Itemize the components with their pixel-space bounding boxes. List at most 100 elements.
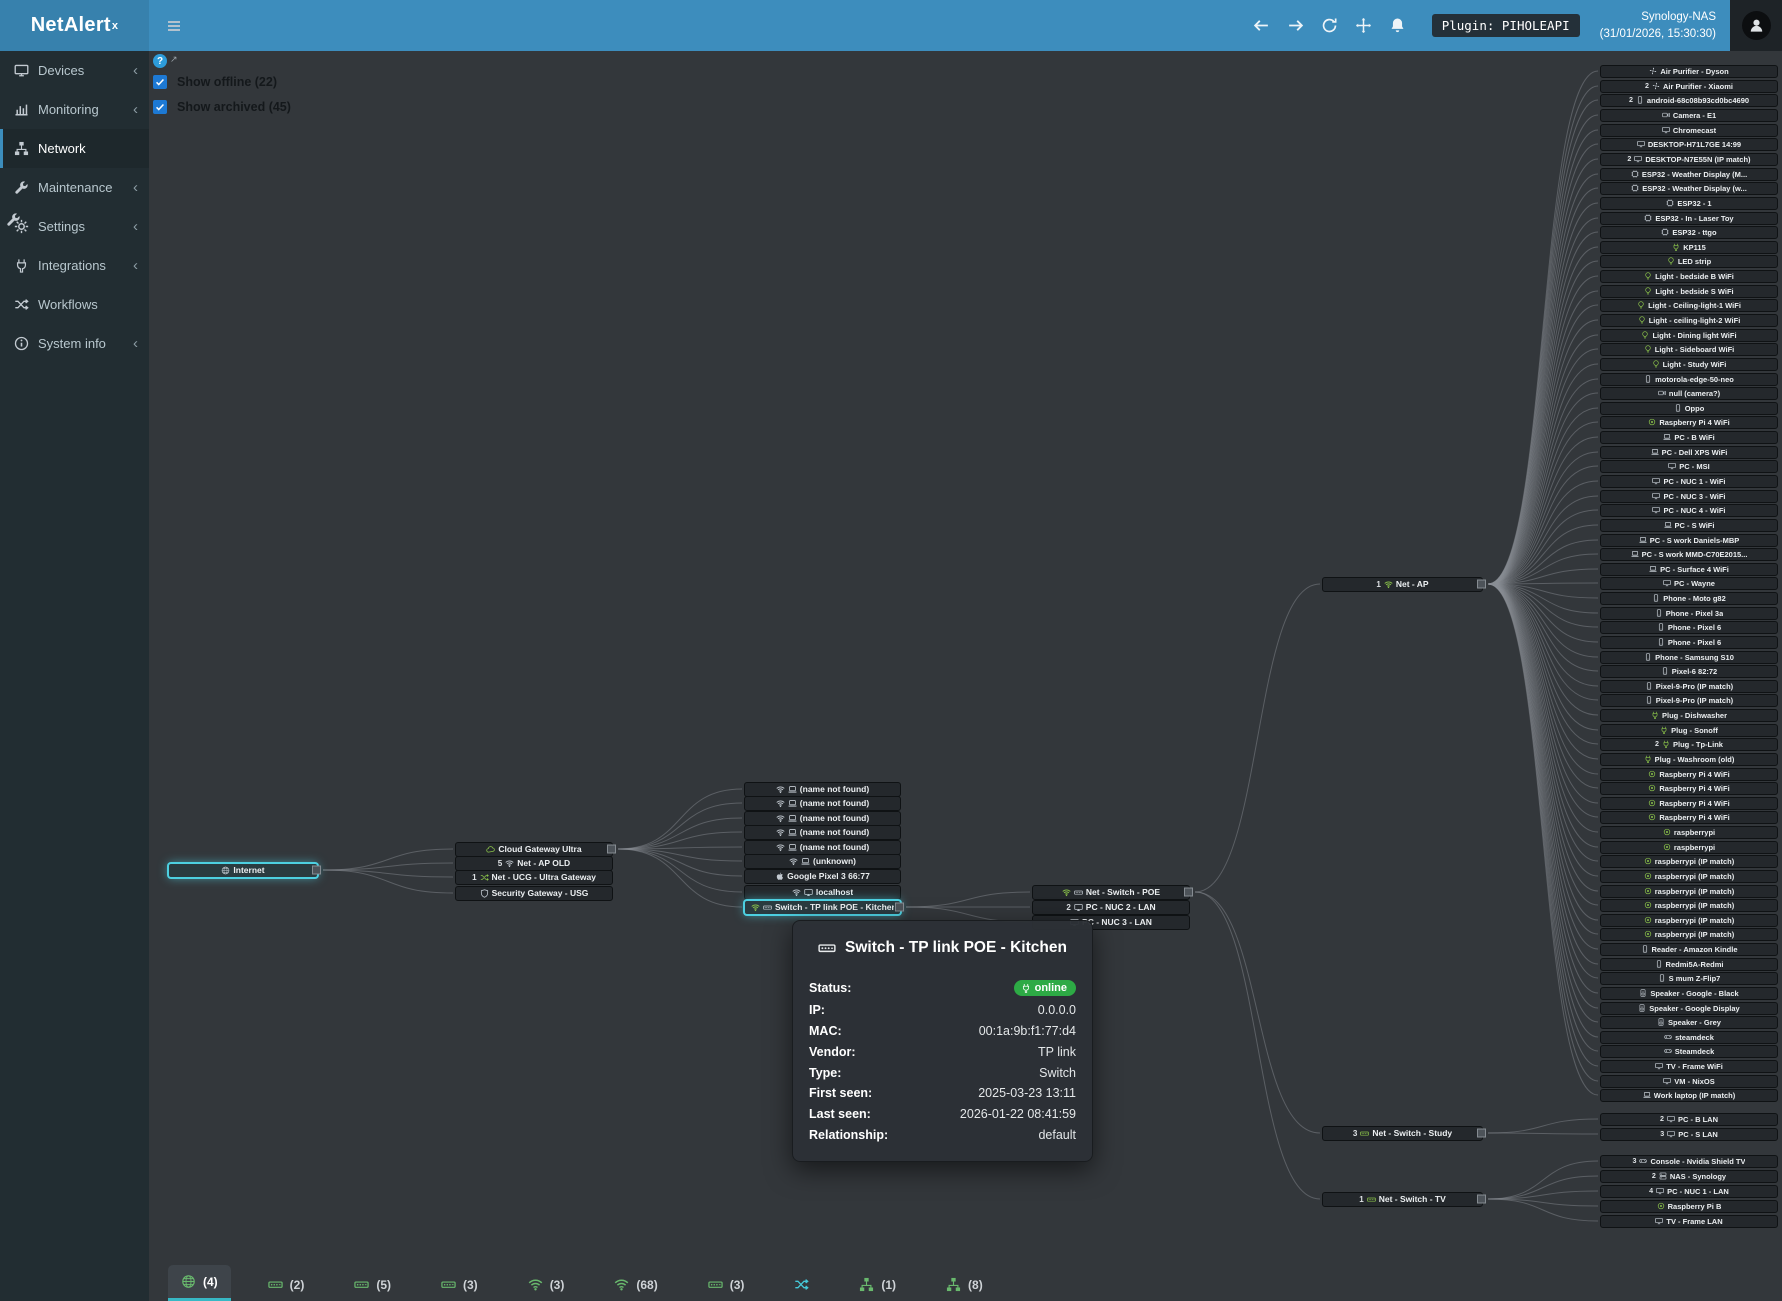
graph-node-r12[interactable]: ESP32 - ttgo (1600, 225, 1778, 239)
graph-node-r58[interactable]: raspberrypi (IP match) (1600, 898, 1778, 912)
collapse-button[interactable] (1477, 579, 1486, 589)
graph-node-r16[interactable]: Light - bedside S WiFi (1600, 284, 1778, 298)
graph-node-r44[interactable]: Pixel-9-Pro (IP match) (1600, 693, 1778, 707)
graph-node-r62[interactable]: Redmi5A-Redmi (1600, 957, 1778, 971)
hamburger-button[interactable] (149, 0, 199, 51)
sidebar-item-maintenance[interactable]: Maintenance‹ (0, 168, 149, 207)
graph-node-usg[interactable]: Security Gateway - USG (455, 885, 613, 901)
graph-node-r52[interactable]: Raspberry Pi 4 WiFi (1600, 810, 1778, 824)
graph-node-r13[interactable]: KP115 (1600, 240, 1778, 254)
graph-node-r26[interactable]: PC - B WiFi (1600, 430, 1778, 444)
graph-node-nf5[interactable]: (name not found) (744, 839, 901, 855)
graph-node-r9[interactable]: ESP32 - Weather Display (w... (1600, 181, 1778, 195)
graph-node-r53[interactable]: raspberrypi (1600, 825, 1778, 839)
graph-node-r24[interactable]: Oppo (1600, 401, 1778, 415)
graph-node-r20[interactable]: Light - Sideboard WiFi (1600, 342, 1778, 356)
bottom-tab-9[interactable]: (1) (846, 1268, 909, 1301)
sidebar-item-workflows[interactable]: Workflows (0, 285, 149, 324)
collapse-button[interactable] (1477, 1128, 1486, 1138)
graph-node-r70[interactable]: VM - NixOS (1600, 1074, 1778, 1088)
graph-node-r48[interactable]: Plug - Washroom (old) (1600, 752, 1778, 766)
collapse-button[interactable] (312, 865, 321, 875)
graph-node-unknown[interactable]: (unknown) (744, 853, 901, 869)
graph-node-r27[interactable]: PC - Dell XPS WiFi (1600, 445, 1778, 459)
graph-node-r42[interactable]: Pixel-6 82:72 (1600, 664, 1778, 678)
graph-node-nf2[interactable]: (name not found) (744, 795, 901, 811)
show-archived-checkbox[interactable] (153, 100, 167, 114)
graph-node-r28[interactable]: PC - MSI (1600, 459, 1778, 473)
collapse-button[interactable] (607, 844, 616, 854)
graph-node-nf4[interactable]: (name not found) (744, 824, 901, 840)
bottom-tab-5[interactable]: (3) (515, 1268, 578, 1301)
graph-node-poe[interactable]: Net - Switch - POE (1032, 884, 1193, 900)
filter-show-offline[interactable]: Show offline (22) (153, 75, 291, 89)
graph-node-nf1[interactable]: (name not found) (744, 781, 901, 797)
graph-node-r1[interactable]: Air Purifier - Dyson (1600, 64, 1778, 78)
graph-node-r21[interactable]: Light - Study WiFi (1600, 357, 1778, 371)
sidebar-item-devices[interactable]: Devices‹ (0, 51, 149, 90)
graph-node-r41[interactable]: Phone - Samsung S10 (1600, 650, 1778, 664)
collapse-button[interactable] (1477, 1194, 1486, 1204)
move-icon[interactable] (1355, 17, 1372, 34)
graph-node-r68[interactable]: Steamdeck (1600, 1044, 1778, 1058)
graph-node-r8[interactable]: ESP32 - Weather Display (M... (1600, 167, 1778, 181)
graph-node-r33[interactable]: PC - S work Daniels-MBP (1600, 533, 1778, 547)
graph-node-r4[interactable]: Camera - E1 (1600, 108, 1778, 122)
graph-node-r56[interactable]: raspberrypi (IP match) (1600, 869, 1778, 883)
graph-node-r66[interactable]: Speaker - Grey (1600, 1015, 1778, 1029)
graph-node-r59[interactable]: raspberrypi (IP match) (1600, 913, 1778, 927)
external-link-icon[interactable]: ↗ (170, 54, 178, 64)
refresh-icon[interactable] (1321, 17, 1338, 34)
graph-node-r63[interactable]: S mum Z-Flip7 (1600, 971, 1778, 985)
sidebar-item-integrations[interactable]: Integrations‹ (0, 246, 149, 285)
sidebar-item-monitoring[interactable]: Monitoring‹ (0, 90, 149, 129)
bottom-tab-2[interactable]: (2) (255, 1268, 318, 1301)
show-offline-checkbox[interactable] (153, 75, 167, 89)
avatar[interactable] (1741, 11, 1771, 40)
bell-icon[interactable] (1389, 17, 1406, 34)
help-icon[interactable]: ? (153, 54, 167, 68)
graph-node-r17[interactable]: Light - Ceiling-light-1 WiFi (1600, 298, 1778, 312)
bottom-tab-8[interactable] (781, 1268, 822, 1301)
graph-node-r15[interactable]: Light - bedside B WiFi (1600, 269, 1778, 283)
graph-node-cloudgw[interactable]: Cloud Gateway Ultra (455, 841, 616, 857)
bottom-tab-7[interactable]: (3) (695, 1268, 758, 1301)
graph-node-r36[interactable]: PC - Wayne (1600, 576, 1778, 590)
graph-node-r69[interactable]: TV - Frame WiFi (1600, 1059, 1778, 1073)
graph-node-r55[interactable]: raspberrypi (IP match) (1600, 854, 1778, 868)
graph-node-r49[interactable]: Raspberry Pi 4 WiFi (1600, 767, 1778, 781)
graph-node-r46[interactable]: Plug - Sonoff (1600, 723, 1778, 737)
sidebar-item-network[interactable]: Network (0, 129, 149, 168)
graph-node-r51[interactable]: Raspberry Pi 4 WiFi (1600, 796, 1778, 810)
graph-node-r67[interactable]: steamdeck (1600, 1030, 1778, 1044)
arrow-left-icon[interactable] (1253, 17, 1270, 34)
graph-node-kitchen[interactable]: Switch - TP link POE - Kitchen (744, 899, 904, 915)
graph-node-internet[interactable]: Internet (168, 862, 321, 878)
bottom-tab-10[interactable]: (8) (933, 1268, 996, 1301)
graph-node-r30[interactable]: PC - NUC 3 - WiFi (1600, 489, 1778, 503)
graph-node-b6[interactable]: Raspberry Pi B (1600, 1199, 1778, 1213)
graph-node-r11[interactable]: ESP32 - In - Laser Toy (1600, 211, 1778, 225)
graph-node-r60[interactable]: raspberrypi (IP match) (1600, 927, 1778, 941)
graph-node-r34[interactable]: PC - S work MMD-C70E2015... (1600, 547, 1778, 561)
graph-node-r45[interactable]: Plug - Dishwasher (1600, 708, 1778, 722)
graph-node-r39[interactable]: Phone - Pixel 6 (1600, 620, 1778, 634)
graph-node-r61[interactable]: Reader - Amazon Kindle (1600, 942, 1778, 956)
graph-node-r6[interactable]: DESKTOP-H71L7GE 14:99 (1600, 137, 1778, 151)
graph-node-r32[interactable]: PC - S WiFi (1600, 518, 1778, 532)
bottom-tab-3[interactable]: (5) (341, 1268, 404, 1301)
sidebar-item-settings[interactable]: Settings‹ (0, 207, 149, 246)
graph-node-r22[interactable]: motorola-edge-50-neo (1600, 372, 1778, 386)
graph-node-r65[interactable]: Speaker - Google Display (1600, 1001, 1778, 1015)
graph-node-r10[interactable]: ESP32 - 1 (1600, 196, 1778, 210)
